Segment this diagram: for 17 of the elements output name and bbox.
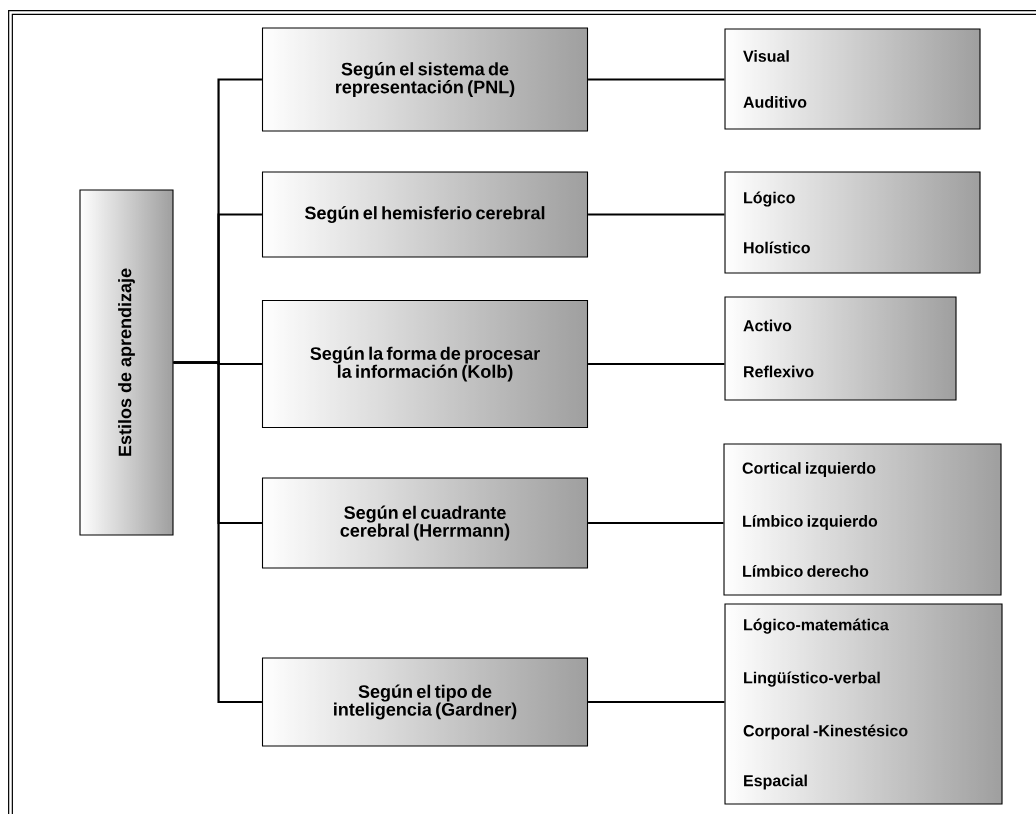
item-list-box: Cortical izquierdo Límbico izquierdo Límbico derecho (723, 443, 1002, 596)
category-box: Según el sistema de representación (PNL) (261, 27, 589, 132)
item-list-box: Activo Reflexivo (724, 296, 957, 401)
connector-line (588, 78, 725, 81)
category-box: Según la forma de procesar la información (Kolb) (261, 299, 589, 429)
connector-line (588, 521, 724, 525)
connector-line (588, 213, 725, 216)
item-list-box: Lógico Holístico (724, 171, 981, 274)
connector-line (588, 700, 725, 704)
category-box: Según el tipo de inteligencia (Gardner) (261, 657, 589, 747)
connector-line (588, 362, 725, 366)
category-box: Según el cuadrante cerebral (Herrmann) (261, 477, 589, 569)
item-list-box: Lógico-matemática Lingüístico-verbal Corporal -Kinestésico Espacial (724, 603, 1003, 805)
root-box: Estilos de aprendizaje (79, 189, 174, 536)
connector-line (173, 361, 262, 704)
category-box: Según el hemisferio cerebral (261, 171, 589, 258)
item-list-box: Visual Auditivo (724, 28, 981, 130)
